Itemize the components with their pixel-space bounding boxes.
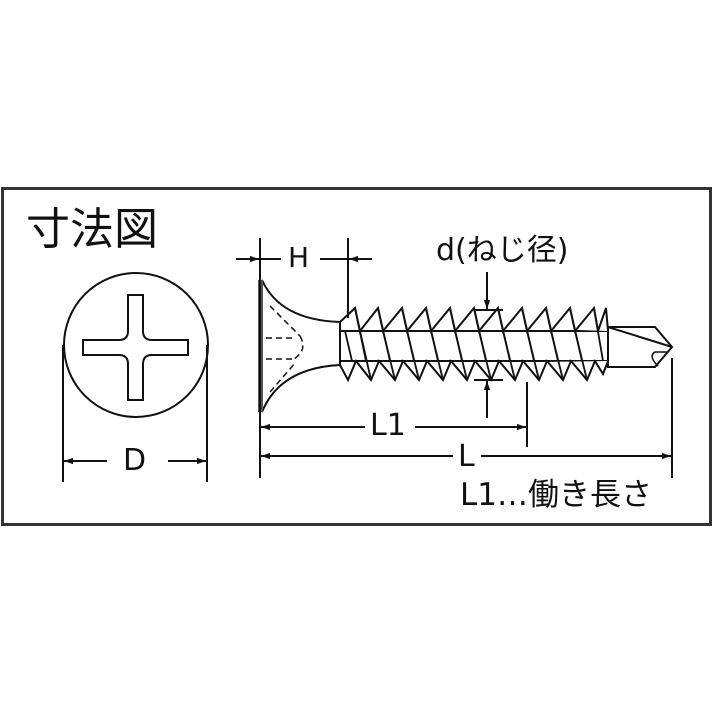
dimension-lines: [236, 238, 673, 478]
drill-tip: [607, 326, 674, 368]
diagram-title: 寸法図: [26, 204, 158, 255]
label-L1: L1: [370, 408, 406, 443]
note-working-length: L1…働き長さ: [460, 477, 652, 513]
phillips-cross-icon: [82, 294, 189, 401]
label-H: H: [288, 241, 310, 274]
label-thread-diameter: d(ねじ径): [436, 233, 569, 268]
recess-hidden-lines: [266, 305, 304, 393]
screw-shank: [339, 330, 611, 362]
head-top-view: [62, 272, 209, 482]
screw-threads: [339, 305, 609, 383]
bugle-head: [261, 279, 341, 413]
label-L: L: [458, 439, 475, 474]
label-D: D: [123, 443, 147, 478]
